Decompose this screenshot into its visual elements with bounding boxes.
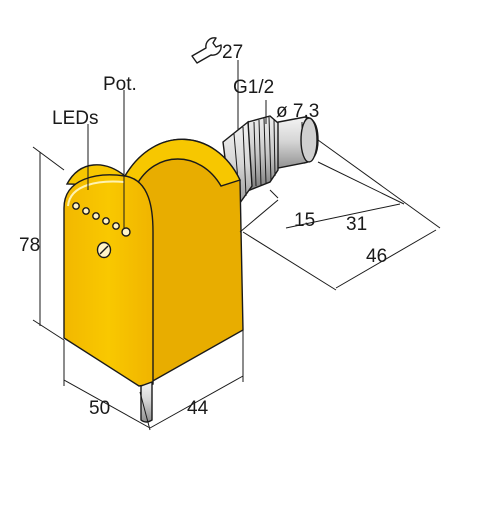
dim-31-label: 31: [346, 214, 367, 235]
wrench-size-label: 27: [222, 42, 243, 63]
pot-label: Pot.: [103, 74, 137, 95]
depth-label: 44: [187, 398, 209, 419]
width-label: 50: [89, 398, 110, 419]
dim-15-label: 15: [294, 210, 315, 231]
dim-46-label: 46: [366, 246, 387, 267]
thread-label: G1/2: [233, 77, 274, 98]
potentiometer-screw: [96, 241, 112, 259]
wrench-icon: [191, 37, 222, 64]
dimension-lines: [32, 139, 441, 431]
leds-label: LEDs: [52, 108, 98, 129]
height-label: 78: [19, 235, 40, 256]
threaded-fitting: [247, 115, 279, 192]
led-row: [72, 202, 131, 237]
potentiometer-port: [121, 227, 131, 237]
sensor-housing: [63, 138, 244, 387]
cable: [140, 381, 153, 423]
probe-diameter-label: ø 7,3: [276, 101, 319, 122]
leader-lines: [87, 60, 303, 228]
